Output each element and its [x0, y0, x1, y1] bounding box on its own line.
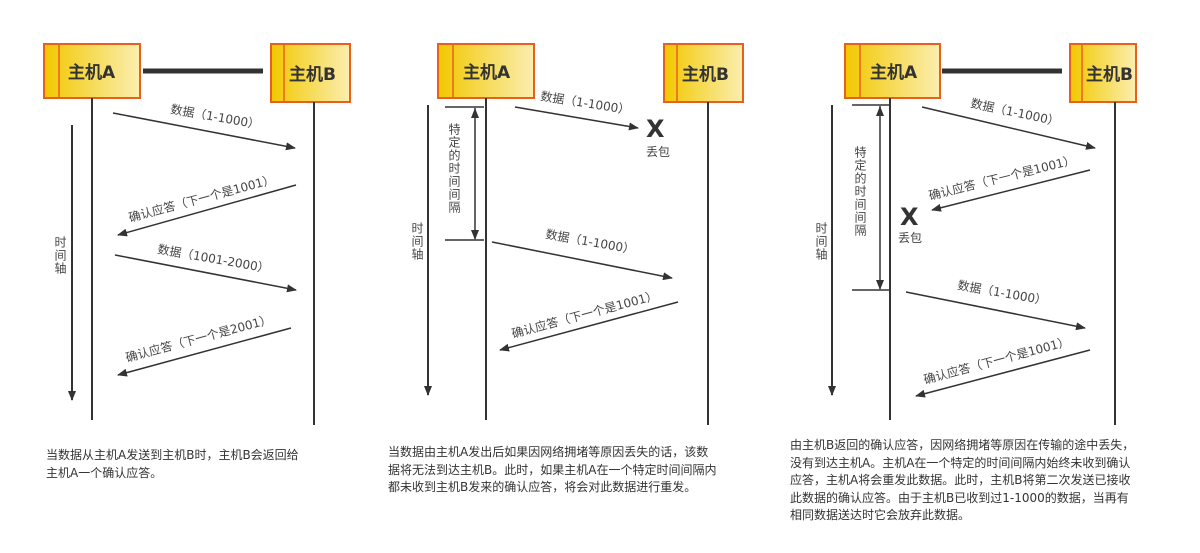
host-a-box: 主机A: [43, 43, 141, 99]
message-arrow: [117, 184, 297, 237]
caption-line: 据将无法到达主机B。此时，如果主机A在一个特定时间间隔内: [388, 462, 717, 477]
message-arrow: [921, 106, 1096, 150]
message-label: 数据（1-1000）: [956, 277, 1048, 307]
message-label: 确认应答（下一个是1001）: [927, 152, 1077, 203]
host-b-box: 主机B: [663, 43, 744, 103]
message-arrow: [491, 241, 673, 281]
message-arrow: [905, 291, 1086, 331]
message-arrow: [112, 112, 296, 151]
lost-label: 丢包: [646, 145, 670, 159]
caption-line: 没有到达主机A。主机A在一个特定的时间间隔内始终未收到确认: [790, 455, 1131, 470]
message-label: 数据（1001-2000）: [156, 241, 270, 275]
host-b-box: 主机B: [1069, 43, 1137, 103]
caption-line: 当数据由主机A发出后如果因网络拥堵等原因丢失的话，该数: [388, 445, 709, 459]
host-b-label: 主机B: [1086, 64, 1133, 85]
caption-line: 应答，主机A将会重发此数据。此时，主机B将第二次发送已接收: [790, 473, 1131, 487]
lost-label: 丢包: [898, 231, 922, 245]
host-a-box: 主机A: [844, 43, 941, 99]
message-arrow: [117, 327, 292, 377]
caption-line: 都未收到主机B发来的确认应答，将会对此数据进行重发。: [388, 480, 697, 494]
message-label: 数据（1-1000）: [544, 226, 636, 256]
caption-line: 相同数据送达时它会放弃此数据。: [790, 508, 971, 522]
message-arrow: [514, 106, 639, 131]
message-label: 数据（1-1000）: [969, 95, 1061, 128]
lost-x-icon: X: [900, 203, 919, 231]
caption-panel-2: 当数据由主机A发出后如果因网络拥堵等原因丢失的话，该数 据将无法到达主机B。此时…: [388, 444, 716, 497]
lost-x-icon: X: [646, 115, 665, 143]
panel-normal: 主机A 主机B 时间轴 数据（1-1000） 确认应答（下一个是1001） 数据…: [43, 43, 351, 425]
host-b-label: 主机B: [682, 64, 729, 85]
caption-line: 主机A一个确认应答。: [46, 465, 163, 480]
interval-label: 特定的时间间隔: [447, 122, 461, 214]
interval-label: 特定的时间间隔: [853, 145, 867, 237]
time-axis-label: 时间轴: [53, 236, 67, 275]
caption-line: 此数据的确认应答。由于主机B已收到过1-1000的数据，当再有: [790, 490, 1129, 505]
message-label: 数据（1-1000）: [540, 88, 632, 117]
caption-line: 当数据从主机A发送到主机B时，主机B会返回给: [46, 448, 299, 462]
time-axis-label: 时间轴: [814, 222, 828, 261]
host-a-label: 主机A: [68, 62, 116, 83]
panel-data-lost: 主机A 主机B 时间轴 特定的时间间隔 数据（1-1000） X 丢包 数据（1…: [410, 43, 744, 425]
message-label: 确认应答（下一个是1001）: [127, 171, 276, 224]
message-arrow: [915, 349, 1091, 398]
caption-panel-3: 由主机B返回的确认应答，因网络拥堵等原因在传输的途中丢失， 没有到达主机A。主机…: [790, 437, 1134, 525]
message-arrow: [499, 301, 679, 352]
panel-ack-lost: 主机A 主机B 时间轴 特定的时间间隔 数据（1-1000） 确认应答（下一个是…: [814, 43, 1137, 425]
time-axis-label: 时间轴: [410, 222, 424, 261]
caption-panel-1: 当数据从主机A发送到主机B时，主机B会返回给 主机A一个确认应答。: [46, 447, 299, 482]
caption-line: 由主机B返回的确认应答，因网络拥堵等原因在传输的途中丢失，: [790, 438, 1135, 452]
host-a-label: 主机A: [463, 62, 511, 83]
host-a-label: 主机A: [870, 62, 918, 83]
message-arrow: [931, 169, 1091, 212]
host-b-label: 主机B: [289, 64, 336, 85]
message-arrow: [114, 254, 297, 293]
host-a-box: 主机A: [437, 43, 535, 99]
message-label: 确认应答（下一个是1001）: [510, 287, 659, 340]
host-b-box: 主机B: [270, 43, 351, 103]
